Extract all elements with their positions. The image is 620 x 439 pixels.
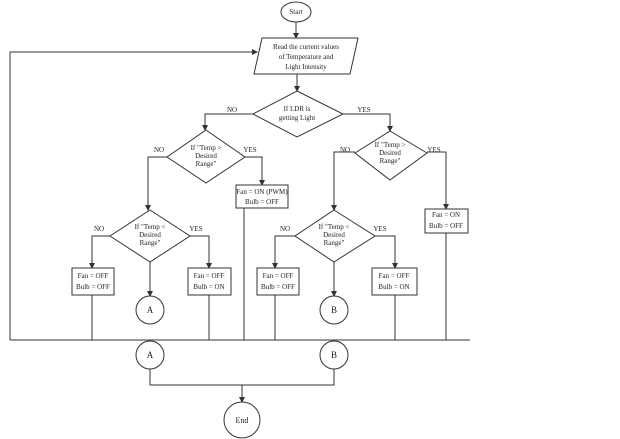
svg-text:Range": Range" — [140, 239, 161, 247]
svg-text:Bulb = OFF: Bulb = OFF — [245, 198, 279, 206]
end-terminal: End — [223, 401, 261, 439]
svg-text:Bulb = OFF: Bulb = OFF — [429, 222, 463, 230]
svg-text:If "Temp >: If "Temp > — [375, 141, 406, 149]
svg-text:getting Light: getting Light — [279, 114, 315, 122]
svg-text:Bulb = OFF: Bulb = OFF — [261, 283, 295, 291]
connector-a-in: A — [135, 340, 165, 370]
svg-text:If LDR is: If LDR is — [284, 105, 311, 113]
svg-text:Fan = OFF: Fan = OFF — [194, 272, 225, 280]
svg-text:NO: NO — [280, 225, 290, 233]
svg-text:NO: NO — [154, 146, 164, 154]
box-fan-pwm: Fan = ON (PWM) Bulb = OFF — [235, 184, 289, 209]
svg-text:Desired: Desired — [195, 152, 217, 160]
svg-text:Range": Range" — [196, 160, 217, 168]
box-bulb-on-right: Fan = OFF Bulb = ON — [371, 267, 418, 296]
svg-text:End: End — [236, 416, 249, 425]
svg-text:Fan = ON (PWM): Fan = ON (PWM) — [236, 188, 288, 196]
svg-text:Read the current values: Read the current values — [273, 43, 339, 51]
svg-text:NO: NO — [94, 225, 104, 233]
svg-text:Desired: Desired — [379, 149, 401, 157]
svg-text:If "Temp <: If "Temp < — [135, 223, 166, 231]
svg-text:B: B — [331, 350, 337, 360]
connector-lines — [9, 22, 470, 402]
svg-text:If "Temp >: If "Temp > — [191, 144, 222, 152]
svg-text:B: B — [331, 305, 337, 315]
svg-text:Bulb = ON: Bulb = ON — [193, 283, 224, 291]
svg-text:NO: NO — [340, 146, 350, 154]
decision-temp-gt-left: If "Temp > Desired Range" NO YES — [154, 129, 257, 184]
input-read-values: Read the current values of Temperature a… — [253, 37, 359, 75]
decision-temp-lt-right: If "Temp < Desired Range" NO YES — [280, 209, 387, 263]
svg-text:A: A — [147, 350, 154, 360]
decision-temp-gt-right: If "Temp > Desired Range" NO YES — [340, 130, 441, 181]
svg-text:NO: NO — [227, 106, 237, 114]
svg-text:Range": Range" — [324, 239, 345, 247]
svg-text:YES: YES — [243, 146, 256, 154]
svg-text:Fan = OFF: Fan = OFF — [78, 272, 109, 280]
svg-text:of Temperature and: of Temperature and — [279, 53, 334, 61]
svg-text:Fan = OFF: Fan = OFF — [263, 272, 294, 280]
svg-text:Desired: Desired — [139, 231, 161, 239]
connector-b-in: B — [319, 340, 349, 370]
svg-text:Bulb = ON: Bulb = ON — [378, 283, 409, 291]
svg-text:Start: Start — [289, 8, 302, 16]
svg-text:YES: YES — [427, 146, 440, 154]
svg-text:YES: YES — [373, 225, 386, 233]
box-fan-on: Fan = ON Bulb = OFF — [424, 208, 469, 234]
decision-ldr: If LDR is getting Light NO YES — [227, 90, 371, 138]
box-bulb-on-left: Fan = OFF Bulb = ON — [187, 267, 232, 296]
svg-text:Bulb = OFF: Bulb = OFF — [76, 283, 110, 291]
svg-text:Range": Range" — [380, 157, 401, 165]
connector-a-out: A — [135, 295, 165, 325]
decision-temp-lt-left: If "Temp < Desired Range" NO YES — [94, 209, 203, 263]
svg-text:A: A — [147, 305, 154, 315]
svg-text:Light Intensity: Light Intensity — [285, 63, 327, 71]
svg-text:Desired: Desired — [323, 231, 345, 239]
svg-text:YES: YES — [189, 225, 202, 233]
svg-text:Fan = OFF: Fan = OFF — [379, 272, 410, 280]
connector-b-out: B — [319, 295, 349, 325]
box-all-off-right: Fan = OFF Bulb = OFF — [256, 267, 300, 296]
svg-text:If "Temp <: If "Temp < — [319, 223, 350, 231]
svg-text:YES: YES — [357, 106, 370, 114]
start-terminal: Start — [280, 1, 312, 23]
svg-text:Fan = ON: Fan = ON — [432, 211, 460, 219]
box-all-off-left: Fan = OFF Bulb = OFF — [71, 267, 115, 296]
